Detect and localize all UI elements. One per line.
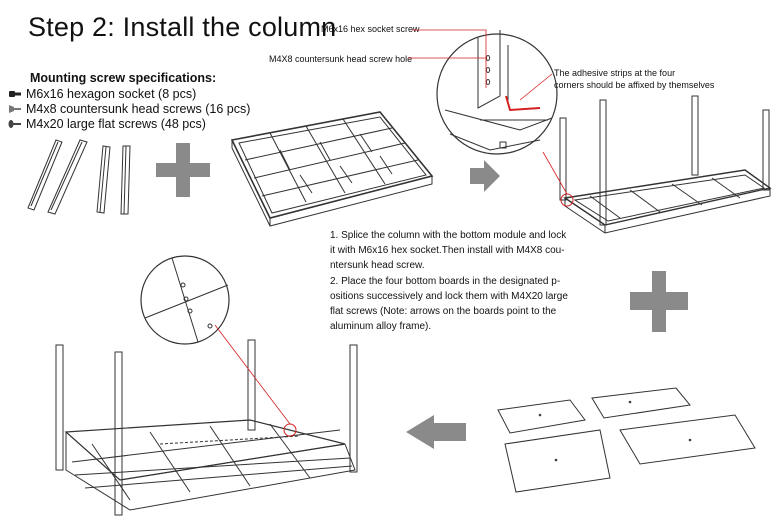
spec-item-flat-screw: M4x20 large flat screws (48 pcs) xyxy=(8,117,206,131)
bottom-boards-illustration xyxy=(497,387,756,493)
instruction-text: 1. Splice the column with the bottom mod… xyxy=(330,228,590,334)
callout-hex-socket-label: M6x16 hex socket screw xyxy=(321,24,420,34)
callout-adhesive-line2: corners should be affixed by themselves xyxy=(554,80,715,90)
arrow-right-icon xyxy=(470,160,500,192)
countersunk-screw-icon xyxy=(9,105,21,113)
spec-item-label: M4x20 large flat screws (48 pcs) xyxy=(26,117,206,131)
plus-icon xyxy=(156,143,210,197)
spec-item-label: M4x8 countersunk head screws (16 pcs) xyxy=(26,102,251,116)
arrow-left-icon xyxy=(406,415,466,449)
column-profiles-illustration xyxy=(27,139,131,215)
spec-item-label: M6x16 hexagon socket (8 pcs) xyxy=(26,87,197,101)
spec-item-countersunk: M4x8 countersunk head screws (16 pcs) xyxy=(9,102,250,116)
bottom-frame-module-illustration xyxy=(230,111,434,227)
callout-lines xyxy=(408,29,568,195)
spec-item-hex-socket: M6x16 hexagon socket (8 pcs) xyxy=(9,87,196,101)
board-screw-detail xyxy=(140,255,230,345)
assembled-frame-illustration xyxy=(55,339,358,516)
screw-spec-heading: Mounting screw specifications: xyxy=(30,71,217,85)
instruction-line: flat screws (Note: arrows on the boards … xyxy=(330,306,557,318)
hex-socket-screw-icon xyxy=(9,91,21,97)
instruction-line: 2. Place the four bottom boards in the d… xyxy=(330,275,561,287)
instruction-line: 1. Splice the column with the bottom mod… xyxy=(330,230,567,241)
page-title: Step 2: Install the column xyxy=(28,12,337,42)
instruction-line: aluminum alloy frame). xyxy=(330,321,432,333)
callout-countersunk-hole-label: M4X8 countersunk head screw hole xyxy=(269,54,413,64)
instruction-line: ositions successively and lock them with… xyxy=(330,290,568,302)
detail-callout-line xyxy=(214,324,291,425)
column-joint-detail xyxy=(436,30,558,155)
instruction-line: it with M6x16 hex socket.Then install wi… xyxy=(330,245,565,257)
instruction-line: ntersunk head screw. xyxy=(330,260,425,272)
flat-screw-icon xyxy=(8,120,21,128)
callout-adhesive-line1: The adhesive strips at the four xyxy=(554,68,676,78)
frame-with-columns-illustration xyxy=(559,95,772,234)
plus-icon xyxy=(630,271,688,332)
